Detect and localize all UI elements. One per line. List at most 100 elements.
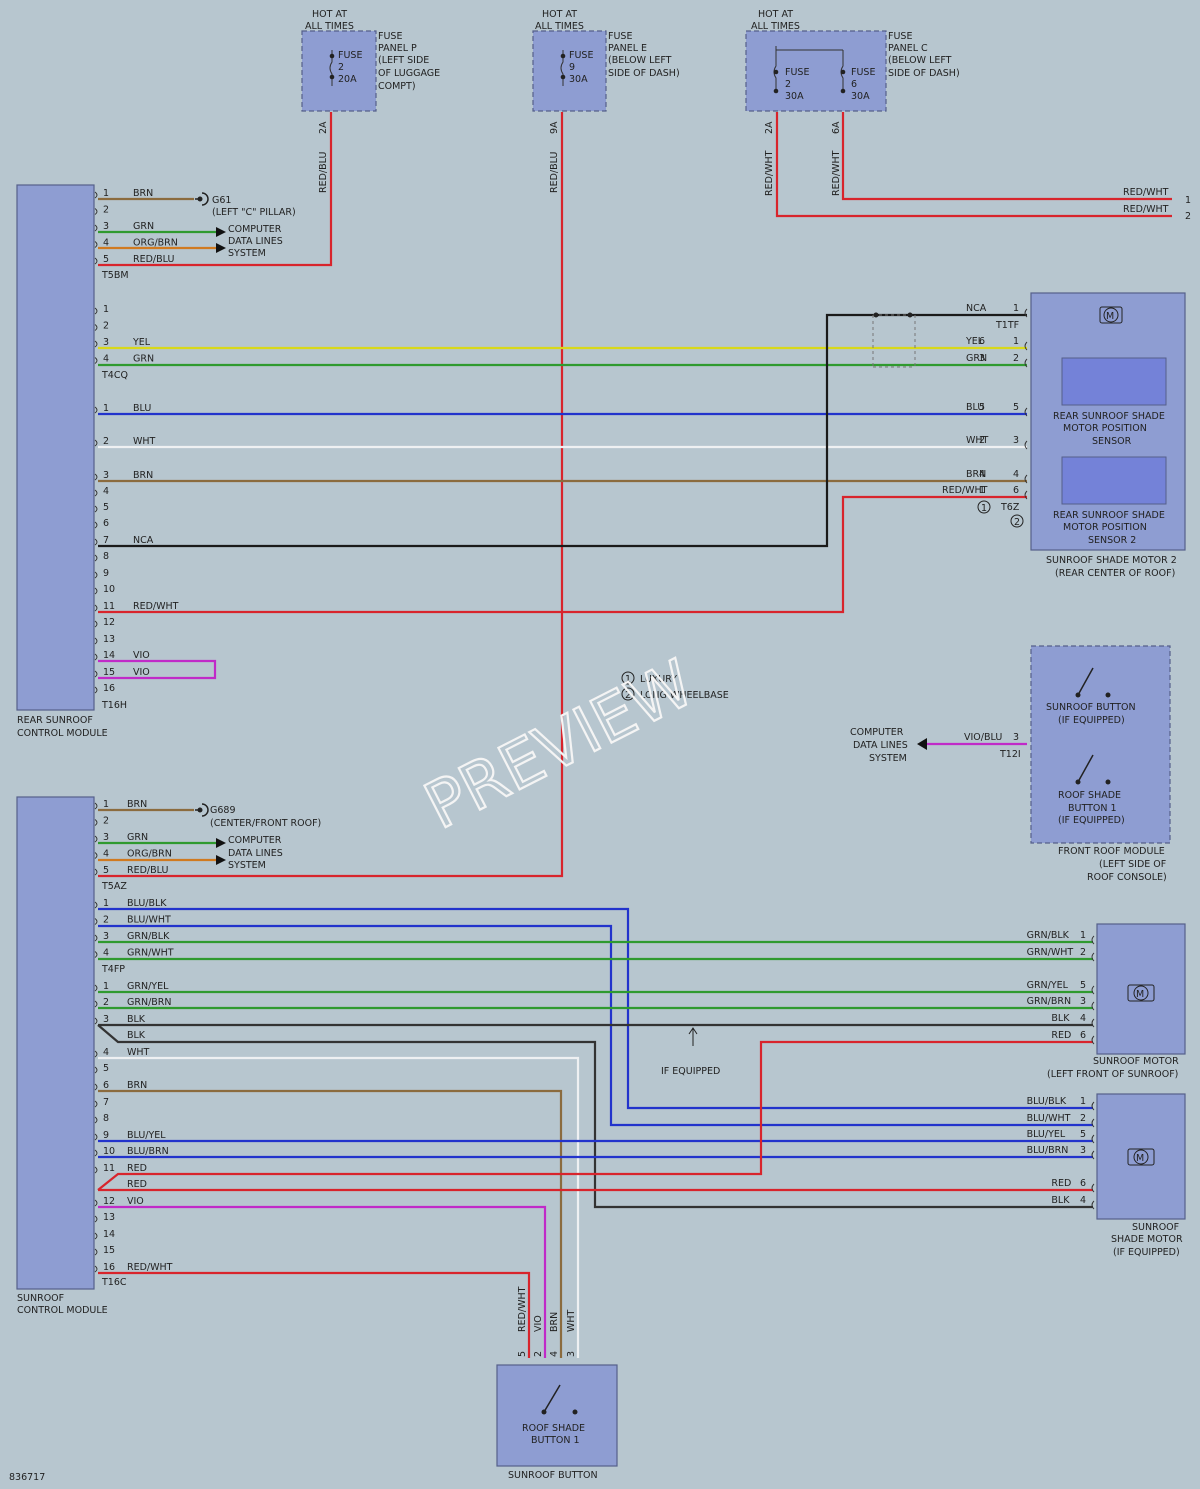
pin-mark	[1024, 358, 1028, 368]
wire-label: VIO	[133, 667, 150, 678]
pin-number: 6	[1080, 1178, 1086, 1189]
arrow-right-icon	[216, 243, 226, 253]
pin-number: 1	[103, 898, 109, 909]
fuse-p-label: FUSE	[338, 50, 362, 61]
pin-number: 3	[1080, 996, 1086, 1007]
svg-text:DATA LINES: DATA LINES	[853, 740, 908, 751]
svg-text:2: 2	[785, 79, 791, 90]
pin-mark	[94, 852, 98, 859]
svg-text:MOTOR POSITION: MOTOR POSITION	[1063, 522, 1147, 533]
arrow-right-icon	[216, 855, 226, 865]
pin-mark	[94, 241, 98, 248]
wire-wht-button	[98, 1056, 580, 1358]
pin-mark	[94, 357, 98, 364]
svg-text:SUNROOF BUTTON: SUNROOF BUTTON	[508, 1470, 598, 1481]
svg-text:M: M	[1106, 311, 1114, 322]
wire-label: VIO	[127, 1196, 144, 1207]
pin-mark	[94, 224, 98, 232]
fuse-panel-p: HOT AT ALL TIMES FUSE 2 20A FUSE PANEL P…	[301, 9, 440, 193]
svg-text:30A: 30A	[851, 91, 870, 102]
pin-mark	[94, 307, 98, 315]
pin-mark	[1024, 341, 1028, 351]
wire-label: BRN	[966, 469, 986, 480]
sunroof-button: ROOF SHADE BUTTON 1 SUNROOF BUTTON RED/W…	[496, 1286, 618, 1481]
fuse-p-pin: 2A	[318, 121, 329, 134]
svg-text:BLK: BLK	[127, 1030, 146, 1041]
pin-number: 2	[1013, 353, 1019, 364]
svg-text:6A: 6A	[831, 121, 842, 134]
wire-red-wht-button	[98, 1271, 531, 1358]
pin-number: 2	[103, 205, 109, 216]
svg-text:SENSOR 2: SENSOR 2	[1088, 535, 1136, 546]
pin-number: 5	[103, 1063, 109, 1074]
wire-vio-loop	[98, 659, 217, 680]
pin-mark	[94, 1050, 98, 1058]
pin-number: 5	[1080, 1129, 1086, 1140]
pin-mark	[94, 819, 98, 826]
svg-text:SHADE MOTOR: SHADE MOTOR	[1111, 1234, 1183, 1245]
pin-number: 9	[103, 1130, 109, 1141]
pin-mark	[94, 868, 98, 876]
svg-text:COMPUTER: COMPUTER	[228, 835, 282, 846]
svg-text:COMPUTER: COMPUTER	[228, 224, 282, 235]
svg-text:(BELOW LEFT: (BELOW LEFT	[608, 55, 672, 66]
pin-mark	[94, 1248, 98, 1256]
wire-label: GRN/BLK	[1027, 930, 1070, 941]
motor-icon: M	[1127, 1148, 1155, 1166]
pin-mark	[94, 1149, 98, 1157]
pin-number: 4	[103, 1047, 109, 1058]
pin-mark	[1091, 1035, 1095, 1045]
wire-label: NCA	[133, 535, 154, 546]
wire-label: GRN/YEL	[1027, 980, 1069, 991]
pin-number: 10	[103, 584, 115, 595]
pin-number: 16	[103, 683, 115, 694]
svg-text:SUNROOF MOTOR: SUNROOF MOTOR	[1093, 1056, 1179, 1067]
pin-mark	[1091, 935, 1095, 945]
svg-text:PANEL E: PANEL E	[608, 43, 647, 54]
wire-label: RED/WHT	[517, 1286, 528, 1332]
pin-mark	[1091, 1001, 1095, 1011]
pin-number: 2	[103, 915, 109, 926]
svg-text:(IF EQUIPPED): (IF EQUIPPED)	[1058, 815, 1125, 826]
fuse-panel-e-box	[532, 30, 607, 112]
wire-label: BLU/WHT	[127, 915, 171, 926]
pin-number: 5	[1013, 402, 1019, 413]
mid-pin: 4	[979, 469, 985, 480]
wire-label: RED	[1051, 1178, 1071, 1189]
connector-t12i-label: T12I	[999, 749, 1021, 760]
svg-text:FUSE: FUSE	[785, 67, 809, 78]
pin-number: 12	[103, 1196, 115, 1207]
pin-mark	[94, 604, 98, 612]
pin-number: 3	[566, 1351, 577, 1357]
pin-mark	[1091, 1118, 1095, 1128]
svg-text:M: M	[1136, 989, 1144, 1000]
pin-number: 10	[103, 1146, 115, 1157]
connector-t16h-label: T16H	[101, 700, 127, 711]
wire-label: GRN/YEL	[127, 981, 169, 992]
pin-mark	[1091, 1200, 1095, 1210]
svg-text:VIO/BLU: VIO/BLU	[964, 732, 1002, 743]
svg-text:SENSOR: SENSOR	[1092, 436, 1132, 447]
wire-label: BRN	[133, 188, 153, 199]
svg-text:ALL TIMES: ALL TIMES	[751, 21, 800, 32]
svg-text:6: 6	[851, 79, 857, 90]
wire-label: ORG/BRN	[133, 238, 178, 249]
pin-number: 1	[103, 799, 109, 810]
wire-label: GRN/BLK	[127, 931, 170, 942]
svg-text:SYSTEM: SYSTEM	[228, 860, 266, 871]
connector-t1tf-label: T1TF	[995, 320, 1019, 331]
wire-label: GRN/WHT	[127, 948, 174, 959]
connector-t5bm-label: T5BM	[101, 270, 129, 281]
pin-number: 5	[1080, 980, 1086, 991]
wire-label: BRN	[549, 1312, 560, 1332]
pin-number: 13	[103, 634, 115, 645]
wire-label: VIO	[133, 650, 150, 661]
pin-number: 3	[103, 337, 109, 348]
svg-text:PANEL P: PANEL P	[378, 43, 417, 54]
pin-number: 6	[103, 518, 109, 529]
svg-text:RED/WHT: RED/WHT	[764, 150, 775, 196]
svg-text:FUSE: FUSE	[888, 31, 912, 42]
